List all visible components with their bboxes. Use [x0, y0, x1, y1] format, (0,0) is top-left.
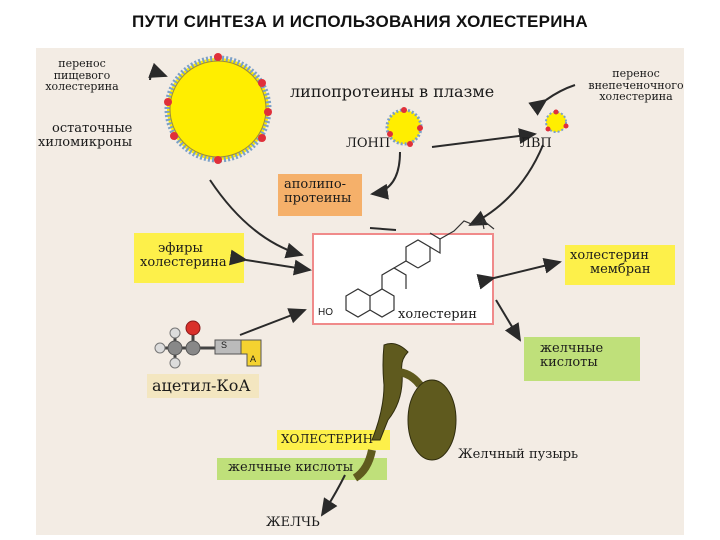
hdl-sphere [545, 109, 569, 133]
dietary-transfer-label: перенос пищевого холестерина [45, 57, 119, 94]
acetyl-coa-molecule [154, 320, 262, 369]
cholesterol-frame [312, 233, 494, 325]
ldl-sphere [385, 107, 423, 147]
gallbladder-label: Желчный пузырь [458, 447, 579, 462]
ldl-label: ЛОНП [346, 136, 391, 151]
ho-group-label: HO [318, 307, 333, 318]
page-title: ПУТИ СИНТЕЗА И ИСПОЛЬЗОВАНИЯ ХОЛЕСТЕРИНА [132, 12, 588, 31]
coa-a-label: A [250, 354, 257, 364]
cholesterol-caps-label: ХОЛЕСТЕРИН [281, 432, 374, 446]
acetyl-coa-label: ацетил-КоА [152, 376, 251, 395]
cholesterol-structure [345, 218, 495, 318]
cholesterol-label: холестерин [398, 307, 477, 322]
apolipoproteins-label: аполипо- протеины [284, 177, 352, 206]
plasma-lipoproteins-label: липопротеины в плазме [290, 82, 495, 101]
hdl-label: ЛВП [520, 136, 552, 151]
apolipoprotein-box [278, 174, 362, 216]
bile-acids-box [524, 337, 640, 381]
membrane-cholesterol-box [565, 245, 675, 285]
bile-acids-label: желчные кислоты [540, 341, 604, 370]
bile-label: ЖЕЛЧЬ [266, 515, 320, 530]
extrahepatic-transfer-label: перенос внепеченочного холестерина [588, 67, 684, 104]
coa-s-label: S [221, 340, 228, 350]
membrane-cholesterol-label: холестерин мембран [570, 248, 651, 277]
acetyl-coa-box [147, 374, 259, 398]
chylomicron-sphere [164, 53, 272, 164]
cholesterol-caps-box [277, 430, 390, 450]
residual-chylomicrons-label: остаточные хиломикроны [38, 121, 133, 150]
bile-acids-bottom-label: желчные кислоты [228, 460, 354, 475]
bile-acids-bottom-box [217, 458, 387, 480]
cholesterol-esters-box [134, 233, 244, 283]
cholesterol-esters-label: эфиры холестерина [140, 241, 227, 270]
gallbladder-graphic [352, 343, 457, 482]
